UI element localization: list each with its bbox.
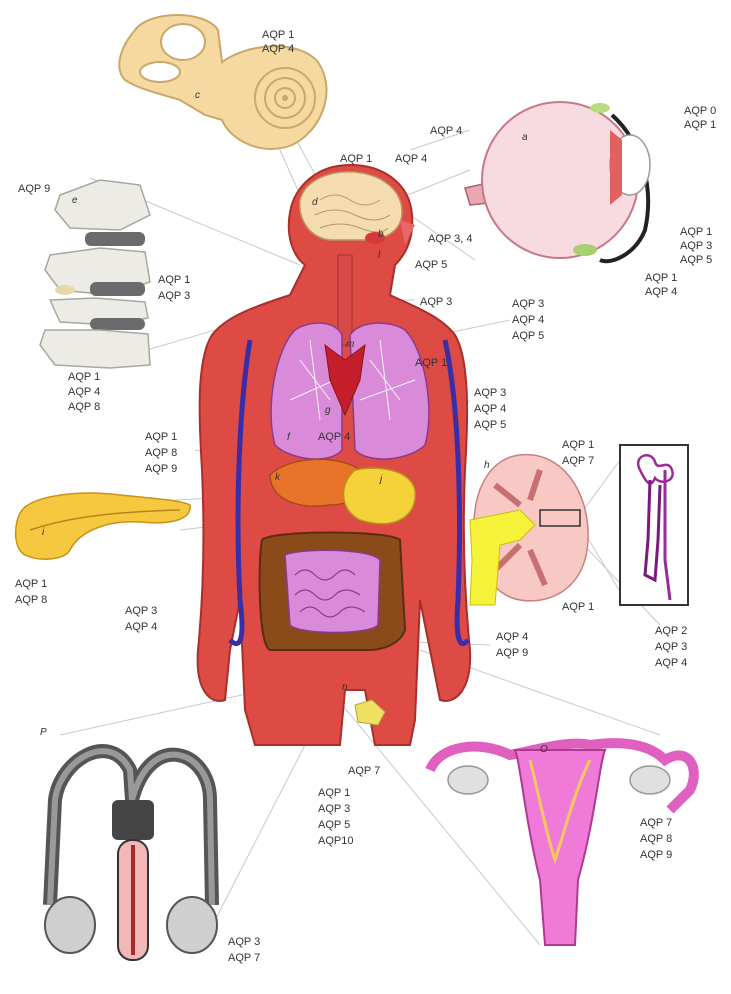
spine-disc-aqp-2: AQP 3 (158, 290, 190, 302)
letter-eye: a (522, 132, 528, 143)
brain-aqp-left: AQP 1 (340, 153, 372, 165)
nephron-aqp-3: AQP 4 (655, 657, 687, 669)
eye-illustration (465, 102, 650, 261)
body-illustration (198, 165, 471, 745)
ear-aqp-2: AQP 4 (262, 43, 294, 55)
eye-under-aqp-2: AQP 4 (645, 286, 677, 298)
eye-top-aqp-2: AQP 1 (684, 119, 716, 131)
bronchi-aqp-1: AQP 3 (512, 298, 544, 310)
lung-right-aqp-2: AQP 4 (474, 403, 506, 415)
nephron-illustration (620, 445, 688, 605)
spine-aqp-top: AQP 9 (18, 183, 50, 195)
nephron-aqp-mid: AQP 1 (562, 601, 594, 613)
letter-heart: g (325, 405, 331, 416)
male-reproductive-illustration (45, 751, 217, 960)
ovary-aqp-1: AQP 7 (640, 817, 672, 829)
heart-aqp: AQP 4 (318, 431, 350, 443)
kidney-aqp-2: AQP 7 (562, 455, 594, 467)
nephron-aqp-1: AQP 2 (655, 625, 687, 637)
small-intestine-aqp-1: AQP 3 (125, 605, 157, 617)
spine-illustration (40, 180, 150, 368)
letter-bladder: n (342, 682, 348, 693)
letter-spine: e (72, 195, 78, 206)
lung-right-aqp-1: AQP 3 (474, 387, 506, 399)
liver-aqp-1: AQP 1 (145, 431, 177, 443)
ovary-aqp-2: AQP 8 (640, 833, 672, 845)
inner-ear-illustration (119, 15, 326, 149)
spine-bottom-aqp-2: AQP 4 (68, 386, 100, 398)
kidney-aqp-1: AQP 1 (562, 439, 594, 451)
small-intestine-aqp-2: AQP 4 (125, 621, 157, 633)
liver-aqp-2: AQP 8 (145, 447, 177, 459)
eye-under-aqp-1: AQP 1 (645, 272, 677, 284)
spine-bottom-aqp-1: AQP 1 (68, 371, 100, 383)
fat-aqp: AQP 7 (348, 765, 380, 777)
liver-aqp-3: AQP 9 (145, 463, 177, 475)
bronchi-aqp-3: AQP 5 (512, 330, 544, 342)
nose-aqp: AQP 3, 4 (428, 233, 472, 245)
colon-aqp-1: AQP 4 (496, 631, 528, 643)
letter-kidney: h (484, 460, 490, 471)
salivary-aqp: AQP 5 (415, 259, 447, 271)
colon-aqp-2: AQP 9 (496, 647, 528, 659)
spine-disc-aqp-1: AQP 1 (158, 274, 190, 286)
spine-bottom-aqp-3: AQP 8 (68, 401, 100, 413)
letter-female: O (540, 744, 548, 755)
kidney-illustration (470, 455, 588, 605)
center-aqp-3: AQP 5 (318, 819, 350, 831)
nephron-aqp-2: AQP 3 (655, 641, 687, 653)
center-aqp-1: AQP 1 (318, 787, 350, 799)
letter-trachea: m (346, 339, 354, 350)
brain-aqp-right: AQP 4 (395, 153, 427, 165)
ovary-aqp-3: AQP 9 (640, 849, 672, 861)
testis-aqp-1: AQP 3 (228, 936, 260, 948)
eye-aqp-upper: AQP 4 (430, 125, 462, 137)
letter-brain: d (312, 197, 318, 208)
trachea-aqp: AQP 3 (420, 296, 452, 308)
pancreas-aqp-1: AQP 1 (15, 578, 47, 590)
letter-nose: b (378, 229, 384, 240)
letter-male: P (40, 727, 47, 738)
testis-aqp-2: AQP 7 (228, 952, 260, 964)
lung-right-aqp-3: AQP 5 (474, 419, 506, 431)
center-aqp-2: AQP 3 (318, 803, 350, 815)
eye-top-aqp-1: AQP 0 (684, 105, 716, 117)
lung-vessel-aqp: AQP 1 (415, 357, 447, 369)
eye-bottom-aqp-2: AQP 3 (680, 240, 712, 252)
pancreas-aqp-2: AQP 8 (15, 594, 47, 606)
ear-aqp-1: AQP 1 (262, 29, 294, 41)
center-aqp-4: AQP10 (318, 835, 353, 847)
bronchi-aqp-2: AQP 4 (512, 314, 544, 326)
letter-ear: c (195, 90, 200, 101)
eye-bottom-aqp-1: AQP 1 (680, 226, 712, 238)
eye-bottom-aqp-3: AQP 5 (680, 254, 712, 266)
